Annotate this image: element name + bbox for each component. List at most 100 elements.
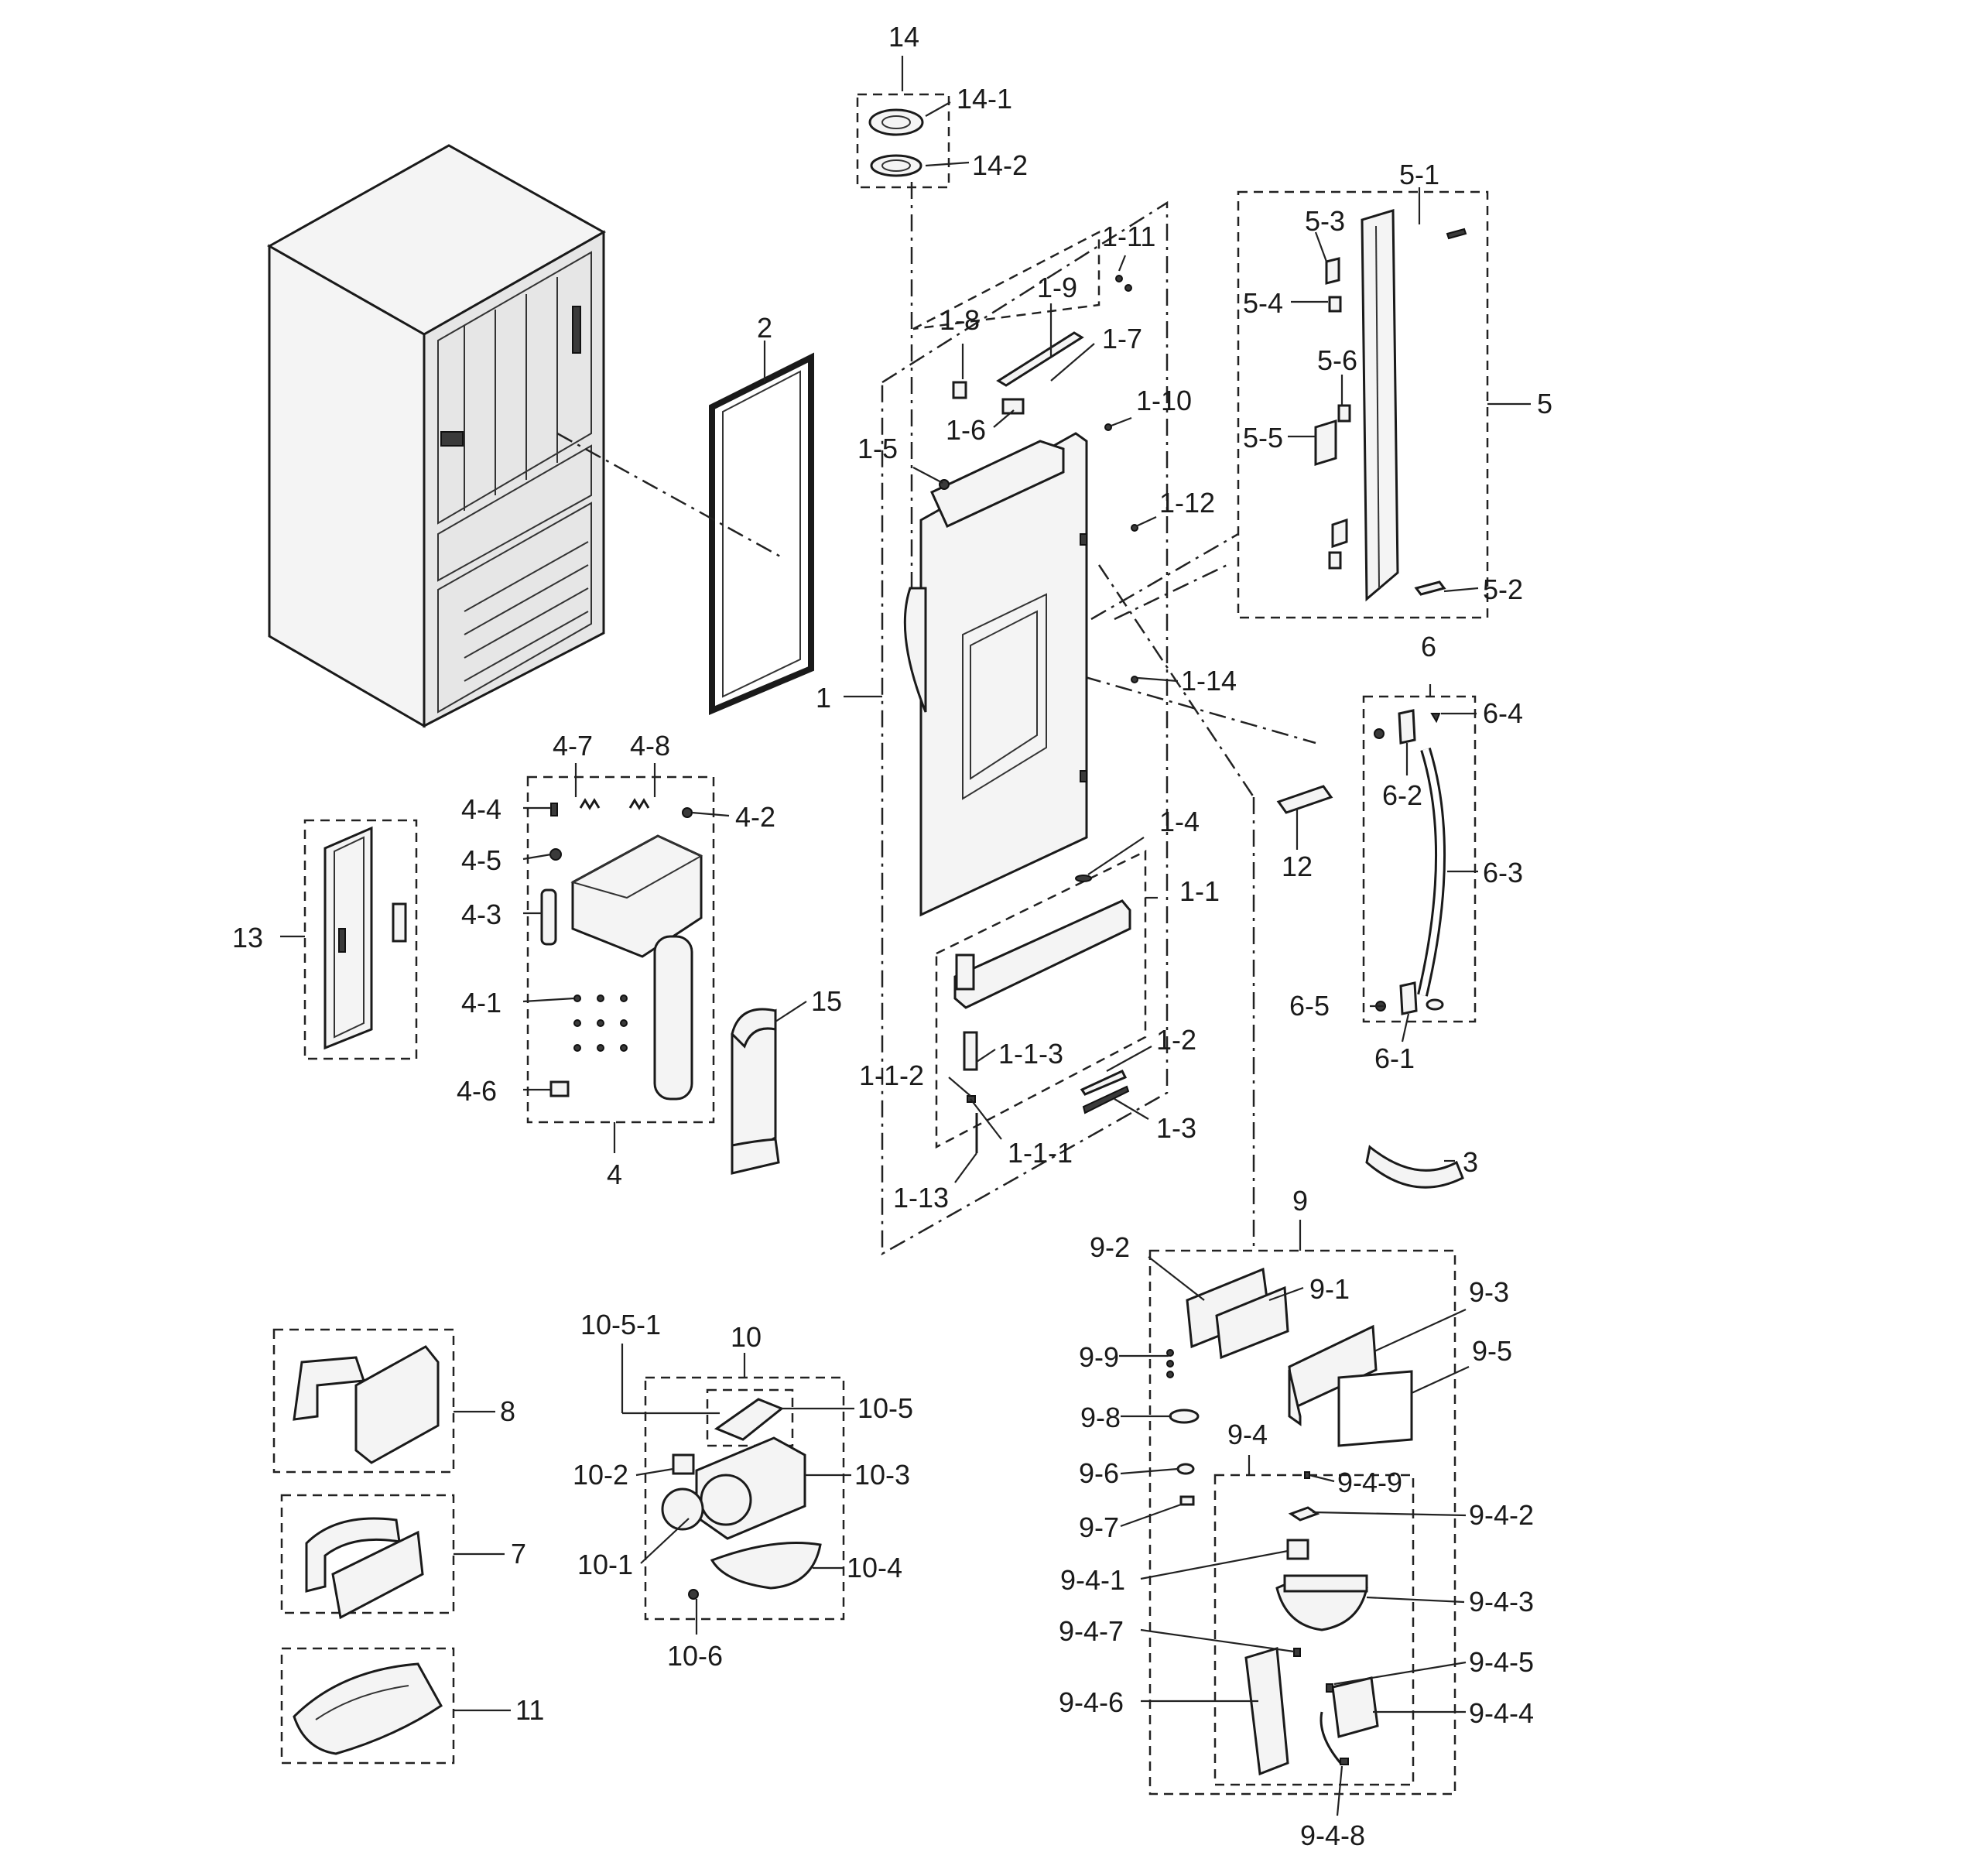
group-14-parts (868, 108, 924, 177)
label-15: 15 (811, 985, 842, 1017)
dispenser-panel-parts (953, 875, 1131, 1153)
group-9-frame (1148, 1249, 1456, 1796)
part-labels: 14 14-1 14-2 1-11 1-9 1-8 1-7 1-10 1-6 1… (232, 21, 1552, 1851)
label-9-4-5: 9-4-5 (1469, 1646, 1534, 1678)
label-1-12: 1-12 (1159, 487, 1215, 519)
part-7-illustration (305, 1517, 424, 1620)
label-1-1-2: 1-1-2 (859, 1060, 924, 1091)
label-9-4-4: 9-4-4 (1469, 1697, 1534, 1729)
group-9-parts (1166, 1267, 1413, 1776)
group-5-frame (1237, 190, 1489, 619)
label-8: 8 (500, 1395, 515, 1427)
label-1-13: 1-13 (893, 1182, 949, 1214)
label-10-5-1: 10-5-1 (580, 1309, 661, 1340)
label-4-7: 4-7 (553, 730, 593, 762)
label-4-1: 4-1 (461, 987, 501, 1018)
label-5-1: 5-1 (1399, 159, 1439, 190)
label-5-5: 5-5 (1243, 422, 1283, 454)
label-9-1: 9-1 (1309, 1273, 1350, 1305)
label-9-4-1: 9-4-1 (1060, 1564, 1125, 1596)
label-6-1: 6-1 (1374, 1042, 1415, 1074)
label-1-14: 1-14 (1181, 665, 1237, 697)
label-1-1-3: 1-1-3 (998, 1038, 1063, 1070)
group-1-frame (881, 200, 1169, 1256)
label-1-10: 1-10 (1136, 385, 1192, 416)
label-11: 11 (515, 1694, 544, 1726)
label-10-5: 10-5 (857, 1392, 913, 1424)
label-1-1-1: 1-1-1 (1008, 1137, 1073, 1169)
group-11-frame (280, 1647, 455, 1765)
label-7: 7 (511, 1538, 526, 1570)
label-5-4: 5-4 (1243, 287, 1283, 319)
label-4-4: 4-4 (461, 793, 501, 825)
label-6-2: 6-2 (1382, 779, 1422, 811)
label-12: 12 (1282, 851, 1313, 882)
label-1-9: 1-9 (1037, 272, 1077, 303)
label-9-4: 9-4 (1227, 1419, 1268, 1450)
label-4-6: 4-6 (457, 1075, 497, 1107)
leader-lines (280, 56, 1531, 1816)
label-1-2: 1-2 (1156, 1024, 1196, 1056)
label-9-5: 9-5 (1472, 1335, 1512, 1367)
group-4-frame (526, 775, 715, 1124)
group-1-1-frame (935, 849, 1147, 1149)
label-4-5: 4-5 (461, 844, 501, 876)
label-9-4-6: 9-4-6 (1059, 1686, 1124, 1718)
label-4-8: 4-8 (630, 730, 670, 762)
label-6-4: 6-4 (1483, 697, 1523, 729)
label-6: 6 (1421, 631, 1436, 662)
label-1-11: 1-11 (1102, 221, 1155, 252)
label-9-9: 9-9 (1079, 1341, 1119, 1373)
door-illustration (903, 432, 1088, 917)
part-15-illustration (731, 1008, 780, 1175)
label-1-1: 1-1 (1179, 875, 1220, 907)
label-9-4-3: 9-4-3 (1469, 1586, 1534, 1618)
label-5-2: 5-2 (1483, 573, 1523, 605)
label-9-2: 9-2 (1090, 1231, 1130, 1263)
label-9-4-9: 9-4-9 (1337, 1467, 1402, 1498)
group-10-5-frame (706, 1388, 794, 1447)
group-8-frame (272, 1328, 455, 1474)
label-9-8: 9-8 (1080, 1402, 1121, 1433)
part-8-illustration (293, 1345, 440, 1464)
part-3-illustration (1365, 1145, 1464, 1189)
label-2: 2 (757, 312, 772, 344)
group-13-frame (303, 819, 418, 1060)
label-10-3: 10-3 (854, 1459, 910, 1491)
label-10-2: 10-2 (573, 1459, 628, 1491)
label-6-3: 6-3 (1483, 857, 1523, 888)
group-9-4-frame (1213, 1474, 1415, 1786)
label-5: 5 (1537, 388, 1552, 419)
label-9-4-8: 9-4-8 (1300, 1820, 1365, 1851)
label-3: 3 (1463, 1146, 1478, 1178)
refrigerator-cabinet-illustration (266, 144, 607, 728)
label-9-6: 9-6 (1079, 1457, 1119, 1489)
label-5-6: 5-6 (1317, 344, 1357, 376)
group-5-parts (1314, 208, 1467, 602)
part-11-illustration (293, 1662, 443, 1755)
label-4-2: 4-2 (735, 801, 775, 833)
label-10-6: 10-6 (667, 1640, 723, 1672)
label-1-8: 1-8 (940, 304, 980, 336)
label-10-1: 10-1 (577, 1549, 633, 1580)
group-6-frame (1362, 695, 1477, 1023)
label-4: 4 (607, 1159, 622, 1190)
label-1-4: 1-4 (1159, 806, 1200, 837)
label-14-2: 14-2 (972, 149, 1028, 181)
group-10-parts (661, 1398, 822, 1600)
label-4-3: 4-3 (461, 899, 501, 930)
label-9: 9 (1292, 1185, 1308, 1217)
label-9-4-7: 9-4-7 (1059, 1615, 1124, 1647)
label-1: 1 (816, 682, 831, 714)
label-1-3: 1-3 (1156, 1112, 1196, 1144)
label-9-4-2: 9-4-2 (1469, 1499, 1534, 1531)
label-9-3: 9-3 (1469, 1276, 1509, 1308)
group-6-parts (1374, 709, 1446, 1015)
label-1-5: 1-5 (857, 433, 898, 464)
label-10: 10 (731, 1321, 762, 1353)
label-1-6: 1-6 (946, 414, 986, 446)
label-10-4: 10-4 (847, 1552, 902, 1583)
label-9-7: 9-7 (1079, 1511, 1119, 1543)
label-5-3: 5-3 (1305, 205, 1345, 237)
